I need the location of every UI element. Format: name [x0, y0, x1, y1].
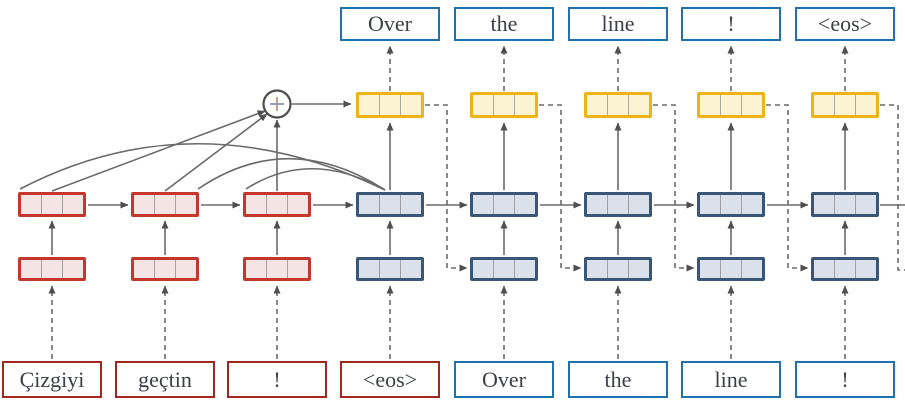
state-cell [741, 195, 762, 214]
source-token-box: <eos> [340, 361, 440, 398]
state-cell [720, 260, 741, 278]
state-cell [473, 260, 493, 278]
state-cell [855, 260, 876, 278]
state-cell [814, 95, 834, 115]
state-cell [607, 95, 628, 115]
state-cell [175, 260, 196, 278]
output-token-box: ! [681, 7, 781, 41]
decoder-hidden-state [697, 192, 765, 217]
state-cell [607, 260, 628, 278]
source-token-box: ! [227, 361, 327, 398]
encoder-hidden-state [243, 192, 311, 217]
state-cell [154, 195, 175, 214]
attention-output-cell [811, 92, 879, 118]
output-token-box: the [454, 7, 554, 41]
state-cell [154, 260, 175, 278]
state-cell [379, 95, 400, 115]
decoder-input-token-box: ! [795, 361, 895, 398]
decoder-embedding [584, 257, 652, 281]
state-cell [587, 195, 607, 214]
state-cell [246, 260, 266, 278]
state-cell [720, 195, 741, 214]
state-cell [379, 260, 400, 278]
state-cell [814, 195, 834, 214]
state-cell [134, 260, 154, 278]
state-cell [287, 195, 308, 214]
state-cell [700, 260, 720, 278]
decoder-embedding [697, 257, 765, 281]
state-cell [41, 260, 62, 278]
attention-output-cell [584, 92, 652, 118]
state-cell [834, 260, 855, 278]
state-cell [400, 195, 421, 214]
state-cell [400, 95, 421, 115]
state-cell [359, 195, 379, 214]
state-cell [359, 260, 379, 278]
state-cell [379, 195, 400, 214]
state-cell [246, 195, 266, 214]
state-cell [266, 260, 287, 278]
state-cell [628, 95, 649, 115]
decoder-input-token-box: line [681, 361, 781, 398]
state-cell [134, 195, 154, 214]
state-cell [700, 95, 720, 115]
state-cell [587, 95, 607, 115]
state-cell [493, 195, 514, 214]
state-cell [514, 260, 535, 278]
encoder-hidden-state [18, 192, 86, 217]
decoder-embedding [811, 257, 879, 281]
output-token-box: Over [340, 7, 440, 41]
state-cell [700, 195, 720, 214]
state-cell [834, 195, 855, 214]
state-cell [855, 195, 876, 214]
state-cell [855, 95, 876, 115]
state-cell [741, 95, 762, 115]
state-cell [62, 195, 83, 214]
state-cell [21, 195, 41, 214]
state-cell [359, 95, 379, 115]
decoder-hidden-state [811, 192, 879, 217]
encoder-hidden-state [131, 192, 199, 217]
encoder-embedding [131, 257, 199, 281]
state-cell [62, 260, 83, 278]
decoder-embedding [356, 257, 424, 281]
state-cell [607, 195, 628, 214]
state-cell [834, 95, 855, 115]
state-cell [473, 195, 493, 214]
state-cell [21, 260, 41, 278]
state-cell [287, 260, 308, 278]
state-cell [41, 195, 62, 214]
state-cell [514, 195, 535, 214]
attention-output-cell [470, 92, 538, 118]
decoder-hidden-state [584, 192, 652, 217]
state-cell [473, 95, 493, 115]
state-cell [493, 260, 514, 278]
source-token-box: Çizgiyi [2, 361, 102, 398]
state-cell [266, 195, 287, 214]
decoder-embedding [470, 257, 538, 281]
state-cell [741, 260, 762, 278]
state-cell [720, 95, 741, 115]
attention-output-cell [697, 92, 765, 118]
state-cell [587, 260, 607, 278]
state-cell [493, 95, 514, 115]
attention-output-cell [356, 92, 424, 118]
decoder-input-token-box: the [568, 361, 668, 398]
decoder-hidden-state [470, 192, 538, 217]
state-cell [514, 95, 535, 115]
source-token-box: geçtin [115, 361, 215, 398]
state-cell [628, 195, 649, 214]
state-cell [628, 260, 649, 278]
encoder-embedding [243, 257, 311, 281]
decoder-input-token-box: Over [454, 361, 554, 398]
output-token-box: <eos> [795, 7, 895, 41]
state-cell [814, 260, 834, 278]
decoder-hidden-state [356, 192, 424, 217]
output-token-box: line [568, 7, 668, 41]
encoder-embedding [18, 257, 86, 281]
state-cell [175, 195, 196, 214]
state-cell [400, 260, 421, 278]
